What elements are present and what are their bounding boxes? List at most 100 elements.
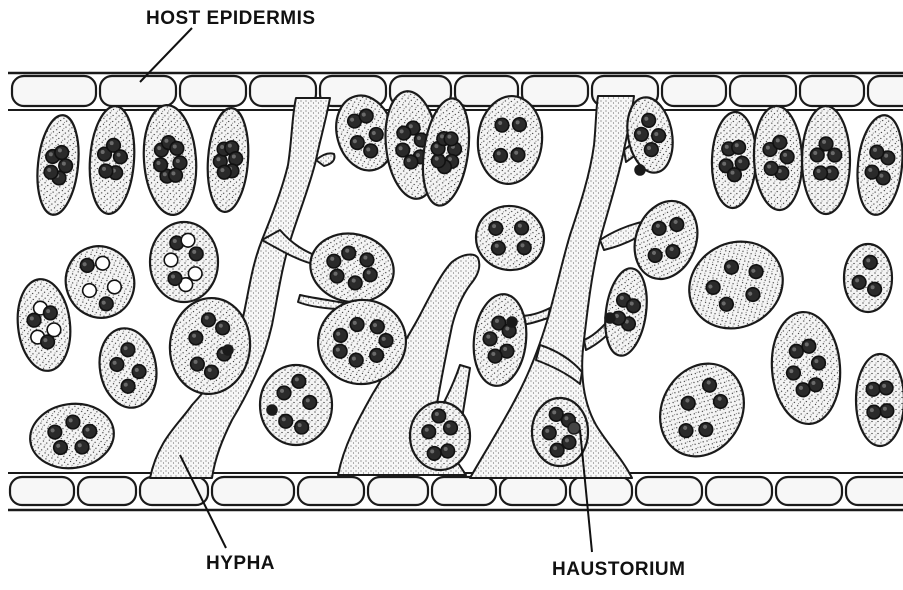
epidermis-cell <box>730 76 796 106</box>
chloroplast <box>865 165 880 180</box>
chloroplast <box>869 145 884 160</box>
chloroplast <box>444 421 458 435</box>
chloroplast <box>432 409 446 423</box>
chloroplast <box>54 145 69 160</box>
chloroplast <box>113 150 128 165</box>
epidermis-cell <box>868 76 903 106</box>
chloroplast <box>43 305 58 320</box>
chloroplast <box>396 126 411 141</box>
chloroplast <box>422 425 436 439</box>
mesophyll-cell <box>304 226 400 310</box>
epidermis-cell <box>12 76 96 106</box>
epidermis-cell <box>432 477 496 505</box>
chloroplast <box>99 164 114 179</box>
chloroplast <box>550 443 564 457</box>
mesophyll-cell <box>856 354 903 446</box>
chloroplast <box>814 166 828 180</box>
epidermis-cell <box>180 76 246 106</box>
chloroplast <box>852 276 866 290</box>
chloroplast <box>810 148 824 162</box>
epidermis-cell <box>706 477 772 505</box>
chloroplast <box>40 334 55 349</box>
chloroplast <box>866 382 880 396</box>
haustorium-label: HAUSTORIUM <box>552 559 685 581</box>
mesophyll-cell <box>140 103 200 216</box>
mesophyll-cell <box>644 349 760 471</box>
mesophyll-cell <box>86 105 137 216</box>
hypha-label: HYPHA <box>206 553 275 575</box>
mesophyll-cell <box>853 113 903 217</box>
mesophyll-cell <box>752 105 804 211</box>
chloroplast <box>190 357 205 372</box>
chloroplast <box>773 135 787 149</box>
mesophyll-cell <box>204 107 251 214</box>
epidermis-cell <box>78 477 136 505</box>
chloroplast <box>188 267 202 281</box>
chloroplast <box>764 161 778 175</box>
epidermis-cell <box>500 477 566 505</box>
chloroplast <box>181 233 195 247</box>
chloroplast <box>279 414 293 428</box>
chloroplast <box>483 331 498 346</box>
epidermis-cell <box>776 477 842 505</box>
chloroplast <box>512 117 527 132</box>
mesophyll-cell <box>474 93 545 186</box>
chloroplast <box>488 349 503 364</box>
mesophyll-cell <box>13 277 74 374</box>
epidermis-cell <box>662 76 726 106</box>
mesophyll-cell <box>150 222 218 302</box>
chloroplast <box>164 253 178 267</box>
chloroplast <box>511 148 526 163</box>
chloroplast <box>201 312 216 327</box>
chloroplast <box>170 141 185 156</box>
mesophyll-cell <box>410 402 470 470</box>
chloroplast <box>441 444 455 458</box>
chloroplast <box>495 118 510 133</box>
host-epidermis-label: HOST EPIDERMIS <box>146 8 316 30</box>
mesophyll-cell <box>26 398 118 473</box>
chloroplast <box>395 143 410 158</box>
chloroplast <box>188 330 203 345</box>
mesophyll-cell <box>844 244 892 312</box>
epidermis-cell <box>212 477 294 505</box>
chloroplast <box>863 256 877 270</box>
chloroplast <box>828 148 842 162</box>
chloroplast <box>780 150 794 164</box>
epidermis-cell <box>522 76 588 106</box>
lower-epidermis <box>8 473 903 510</box>
epidermis-cell <box>100 76 176 106</box>
chloroplast <box>542 426 556 440</box>
mesophyll-cell <box>600 266 652 359</box>
chloroplast <box>802 339 817 354</box>
chloroplast <box>168 168 183 183</box>
epidermis-cell <box>800 76 864 106</box>
chloroplast <box>880 404 894 418</box>
chloroplast <box>562 436 576 450</box>
chloroplast <box>732 140 746 154</box>
mesophyll-cell <box>93 324 162 413</box>
chloroplast <box>868 282 882 296</box>
chloroplast <box>204 365 219 380</box>
chloroplast <box>215 320 230 335</box>
chloroplast <box>427 447 441 461</box>
chloroplast <box>168 272 182 286</box>
chloroplast <box>786 366 801 381</box>
chloroplast <box>811 356 826 371</box>
mesophyll-cell <box>710 111 757 208</box>
chloroplast <box>493 148 508 163</box>
chloroplast <box>796 383 811 398</box>
epidermis-cell <box>570 477 632 505</box>
mesophyll-cell <box>33 113 83 217</box>
chloroplast <box>44 165 59 180</box>
epidermis-cell <box>846 477 903 505</box>
chloroplast <box>153 158 168 173</box>
chloroplast <box>867 405 881 419</box>
chloroplast <box>727 168 741 182</box>
epidermis-cell <box>368 477 428 505</box>
mesophyll-cell <box>469 292 530 389</box>
chloroplast <box>303 396 317 410</box>
chloroplast <box>292 375 306 389</box>
mesophyll-cell <box>768 310 844 426</box>
